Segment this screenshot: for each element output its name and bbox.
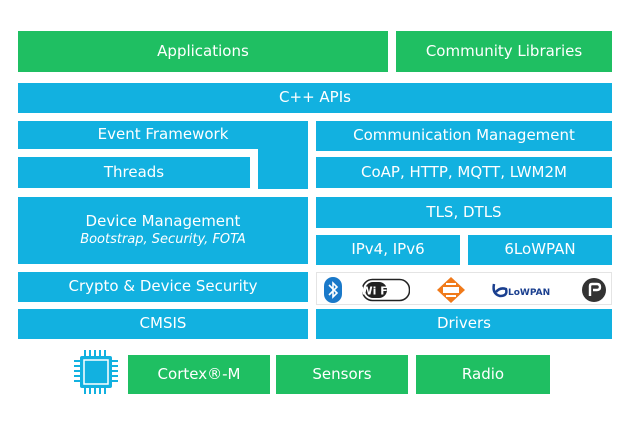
ip-label: IPv4, IPv6	[351, 240, 425, 259]
event-framework-label: Event Framework	[97, 125, 229, 144]
bluetooth-icon	[321, 273, 345, 306]
cortex-block: Cortex®-M	[128, 355, 270, 394]
zigbee-icon	[433, 273, 469, 306]
cmsis-label: CMSIS	[139, 314, 187, 333]
crypto-label: Crypto & Device Security	[68, 277, 258, 296]
cortex-label: Cortex®-M	[157, 364, 241, 383]
device-management-sub-label: Bootstrap, Security, FOTA	[80, 232, 246, 248]
ip-block: IPv4, IPv6	[316, 235, 460, 265]
lowpan-block: 6LoWPAN	[468, 235, 612, 265]
tls-label: TLS, DTLS	[426, 202, 502, 221]
chip-icon	[74, 350, 118, 394]
cpp-apis-block: C++ APIs	[18, 83, 612, 113]
protocols-label: CoAP, HTTP, MQTT, LWM2M	[360, 162, 567, 181]
connectivity-logos: Wi Fi LoWPAN	[316, 272, 612, 305]
tls-block: TLS, DTLS	[316, 197, 612, 228]
sensors-label: Sensors	[312, 364, 372, 383]
sensors-block: Sensors	[276, 355, 408, 394]
wifi-logo-text-wi: Wi Fi	[362, 284, 392, 297]
thread-logo-icon	[579, 273, 609, 306]
cmsis-block: CMSIS	[18, 309, 308, 339]
protocols-block: CoAP, HTTP, MQTT, LWM2M	[316, 157, 612, 188]
wifi-icon: Wi Fi	[361, 273, 411, 306]
6lowpan-icon: LoWPAN	[487, 273, 551, 306]
drivers-block: Drivers	[316, 309, 612, 339]
event-framework-shape	[18, 121, 308, 189]
community-libraries-block: Community Libraries	[396, 31, 612, 72]
applications-block: Applications	[18, 31, 388, 72]
community-libraries-label: Community Libraries	[425, 41, 583, 60]
event-framework-block: Event Framework	[18, 121, 308, 149]
radio-label: Radio	[461, 364, 505, 383]
device-management-label: Device Management	[85, 211, 241, 230]
crypto-block: Crypto & Device Security	[18, 272, 308, 302]
lowpan-label: 6LoWPAN	[504, 240, 576, 259]
applications-label: Applications	[157, 41, 249, 60]
communication-management-block: Communication Management	[316, 121, 612, 151]
threads-block: Threads	[18, 157, 250, 188]
cpp-apis-label: C++ APIs	[279, 88, 351, 107]
device-management-block: Device Management Bootstrap, Security, F…	[18, 197, 308, 264]
drivers-label: Drivers	[437, 314, 491, 333]
radio-block: Radio	[416, 355, 550, 394]
lowpan-logo-text: LoWPAN	[508, 288, 550, 298]
threads-label: Threads	[103, 162, 165, 181]
communication-management-label: Communication Management	[353, 126, 575, 145]
